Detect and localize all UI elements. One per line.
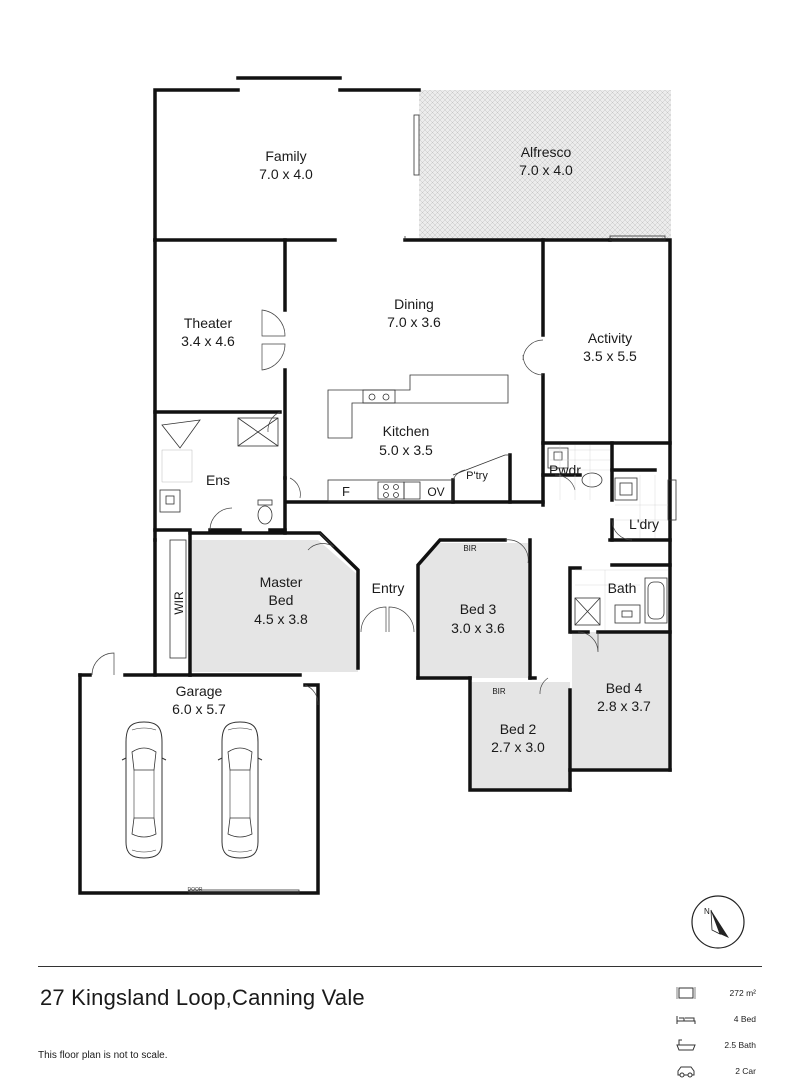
room-garage-dims: 6.0 x 5.7 — [172, 701, 226, 717]
stat-car-value: 2 Car — [735, 1066, 756, 1076]
room-theater-name: Theater — [184, 315, 233, 331]
room-master-name-1: Master — [260, 574, 303, 590]
garage-cars — [121, 721, 263, 859]
bed-icon — [676, 1016, 696, 1024]
room-fills — [192, 90, 671, 790]
bath-icon — [676, 1039, 696, 1051]
room-bed4-name: Bed 4 — [606, 680, 643, 696]
area-icon — [676, 987, 696, 999]
room-dining-dims: 7.0 x 3.6 — [387, 314, 441, 330]
room-family-name: Family — [265, 148, 306, 164]
room-master-name-2: Bed — [269, 592, 294, 608]
room-alfresco-name: Alfresco — [521, 144, 572, 160]
room-bed3-name: Bed 3 — [460, 601, 497, 617]
room-alfresco-dims: 7.0 x 4.0 — [519, 162, 573, 178]
label-pwdr: Pwdr — [549, 462, 581, 478]
room-theater-dims: 3.4 x 4.6 — [181, 333, 235, 349]
room-bed4-dims: 2.8 x 3.7 — [597, 698, 651, 714]
room-bed2-dims: 2.7 x 3.0 — [491, 739, 545, 755]
label-bir-bed2: BIR — [492, 687, 506, 696]
stat-area-value: 272 m² — [729, 988, 756, 998]
stat-bath: 2.5 Bath — [676, 1036, 756, 1062]
stat-bath-value: 2.5 Bath — [724, 1040, 756, 1050]
stat-bed: 4 Bed — [676, 1010, 756, 1036]
room-garage-name: Garage — [176, 683, 223, 699]
label-entry: Entry — [372, 580, 405, 596]
room-activity-dims: 3.5 x 5.5 — [583, 348, 637, 364]
footer-divider — [38, 966, 762, 967]
label-fridge: F — [342, 484, 350, 499]
room-master-dims: 4.5 x 3.8 — [254, 611, 308, 627]
label-wir: WIR — [172, 591, 186, 615]
room-dining-name: Dining — [394, 296, 434, 312]
label-door: DOOR — [188, 887, 203, 893]
stat-bed-value: 4 Bed — [733, 1014, 756, 1024]
label-bath: Bath — [608, 580, 637, 596]
scale-disclaimer: This floor plan is not to scale. — [38, 1050, 168, 1061]
stat-car: 2 Car — [676, 1062, 756, 1088]
room-activity-name: Activity — [588, 330, 632, 346]
property-address: 27 Kingsland Loop,Canning Vale — [40, 985, 365, 1010]
room-family-dims: 7.0 x 4.0 — [259, 166, 313, 182]
room-bed3-dims: 3.0 x 3.6 — [451, 620, 505, 636]
svg-text:N: N — [704, 907, 710, 916]
room-bed2-name: Bed 2 — [500, 721, 537, 737]
label-pantry: P'try — [466, 470, 488, 482]
room-labels: Family 7.0 x 4.0 Alfresco 7.0 x 4.0 Thea… — [172, 144, 659, 893]
car-icon — [677, 1066, 695, 1078]
label-ens: Ens — [206, 472, 230, 488]
label-bir-bed3: BIR — [463, 544, 477, 553]
property-stats: 272 m² 4 Bed 2.5 Bath 2 Car — [676, 984, 756, 1088]
label-oven: OV — [427, 485, 444, 499]
compass-icon: N — [691, 895, 745, 949]
room-kitchen-dims: 5.0 x 3.5 — [379, 442, 433, 458]
room-kitchen-name: Kitchen — [383, 423, 430, 439]
stat-area: 272 m² — [676, 984, 756, 1010]
label-ldry: L'dry — [629, 516, 659, 532]
details — [91, 114, 677, 894]
